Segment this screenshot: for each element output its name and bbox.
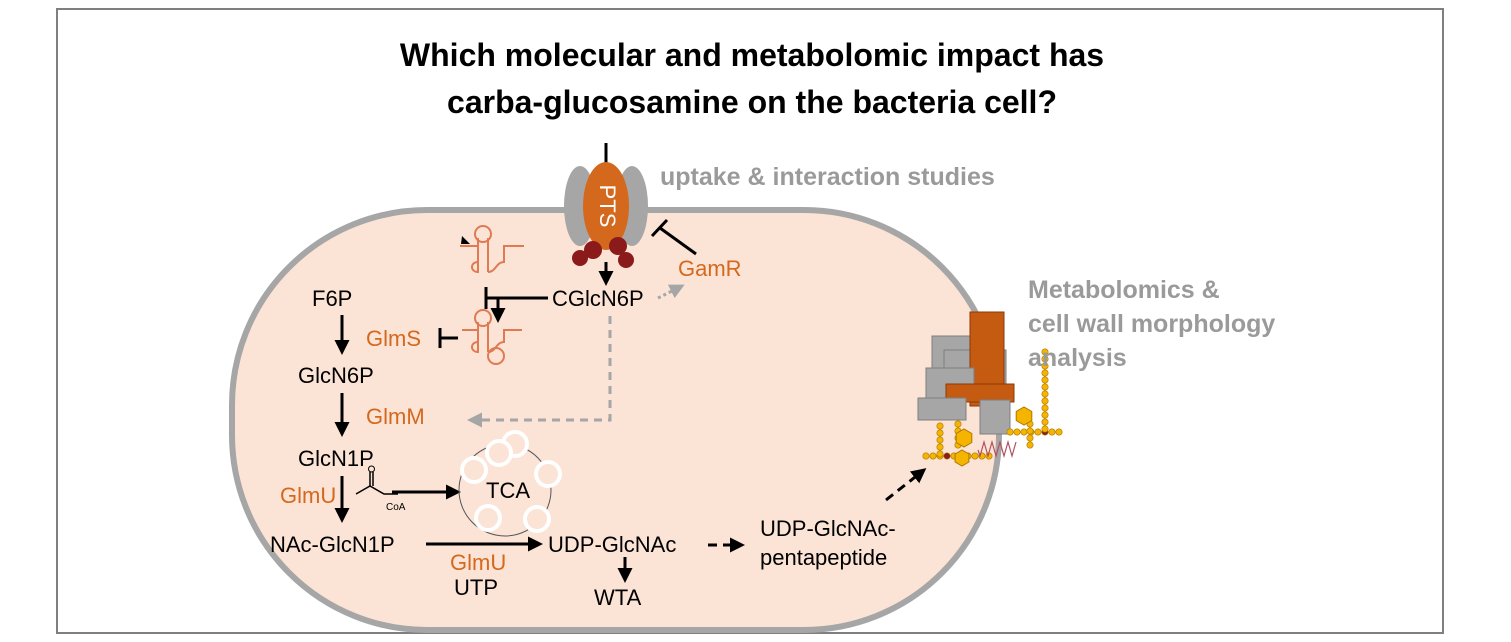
pg-block-gray-5 [979, 399, 1011, 435]
riboswitch-lower-neck [477, 322, 489, 352]
pts-core [583, 162, 629, 250]
pg-block-gray-4 [917, 397, 967, 421]
glycan-bead [1041, 369, 1049, 377]
glycan-bead [1041, 418, 1049, 426]
cleavage-marker [461, 236, 470, 244]
metabolite-udp-glcnac: UDP-GlcNAc [548, 532, 676, 557]
glycan-bead [1055, 428, 1063, 436]
metabolite-glcn1p: GlcN1P [298, 446, 374, 471]
glycan-bead [1006, 428, 1014, 436]
glycan-bead [943, 452, 951, 460]
riboswitch-upper-right-arm [487, 245, 524, 273]
metabolomics-label-line-1: Metabolomics & [1028, 276, 1220, 304]
uptake-study-label: uptake & interaction studies [660, 163, 995, 191]
metabolite-utp: UTP [454, 575, 498, 600]
riboswitch-upper [460, 225, 524, 274]
glycan-bead [1041, 411, 1049, 419]
riboswitch-upper-loop [474, 225, 492, 243]
glycan-bead [1034, 428, 1042, 436]
riboswitch-lower-left-arm [462, 329, 479, 354]
metabolomics-label-line-3: analysis [1028, 344, 1127, 372]
metabolite-udp-glcnac-pentapeptide-1: UDP-GlcNAc- [760, 516, 896, 541]
pts-knob-4 [618, 252, 634, 268]
glycan-bead [1048, 428, 1056, 436]
metabolite-f6p: F6P [312, 286, 352, 311]
oxygen-atom [368, 465, 375, 473]
glycan-bead [1026, 427, 1034, 435]
pts-label: PTS [595, 185, 620, 228]
metabolite-glcn6p: GlcN6P [298, 363, 374, 388]
enzyme-glmu-bottom: GlmU [450, 550, 506, 575]
enzyme-glmm: GlmM [366, 404, 425, 429]
glycan-bead [1041, 404, 1049, 412]
metabolite-cglcn6p: CGlcN6P [552, 286, 644, 311]
peptide-crosslink [977, 439, 1017, 459]
glycan-bead [1041, 348, 1049, 356]
glycan-hexagon [1015, 406, 1033, 426]
glycan-bead [1026, 434, 1034, 442]
glycan-bead [1041, 425, 1049, 433]
glycan-bead [936, 429, 944, 437]
glycan-bead [1041, 355, 1049, 363]
pts-knob-3 [572, 250, 588, 266]
glycan-bead [1020, 428, 1028, 436]
acetyl-coa-structure [355, 472, 398, 495]
glycan-bead [1041, 383, 1049, 391]
glycan-bead [922, 452, 930, 460]
riboswitch-lower-bottom-loop [487, 347, 505, 365]
gamr-inhibition-line [659, 226, 697, 256]
pentapeptide-to-cellwall-arrow [885, 468, 927, 502]
pts-transporter: PTS [564, 143, 648, 268]
glycan-hexagon [954, 449, 970, 467]
enzyme-glms: GlmS [366, 326, 421, 351]
tca-node-5 [460, 456, 488, 484]
glycan-bead [936, 450, 944, 458]
metabolite-tca: TCA [486, 478, 530, 503]
gamr-inhibition-bar [650, 218, 669, 238]
riboswitch-lower [462, 309, 522, 365]
title-line-1: Which molecular and metabolomic impact h… [400, 37, 1104, 73]
glycan-bead [1041, 362, 1049, 370]
tca-node-4 [474, 504, 502, 532]
metabolomics-label-line-2: cell wall morphology [1028, 310, 1275, 338]
glycan-chains [922, 348, 1063, 467]
enzyme-glmu-left: GlmU [280, 483, 336, 508]
glycan-bead [1026, 441, 1034, 449]
glycan-bead [1041, 390, 1049, 398]
glycan-bead [936, 422, 944, 430]
title-line-2: carba-glucosamine on the bacteria cell? [447, 84, 1057, 120]
metabolite-wta: WTA [594, 585, 642, 610]
riboswitch-lower-right-arm [487, 329, 522, 353]
riboswitch-lower-loop [474, 309, 492, 327]
metabolite-udp-glcnac-pentapeptide-2: pentapeptide [760, 545, 887, 570]
glycan-bead [936, 443, 944, 451]
cell-wall-illustration [917, 311, 1015, 435]
glycan-bead [1041, 376, 1049, 384]
tca-node-6 [485, 439, 513, 467]
enzyme-gamr: GamR [678, 256, 742, 281]
tca-node-3 [523, 505, 551, 533]
pts-knob-1 [584, 241, 602, 259]
glycan-hexagon [955, 428, 973, 448]
cglcn6p-to-glmm-dashed-arrow [467, 316, 612, 428]
metabolite-nac-glcn1p: NAc-GlcN1P [270, 532, 395, 557]
tca-node-2 [534, 460, 562, 488]
glycan-bead [954, 420, 962, 428]
riboswitch-upper-neck [477, 238, 489, 246]
metabolite-coa: CoA [386, 502, 406, 513]
acetyl-coa-bonds [355, 485, 398, 495]
tca-cycle: TCA [458, 430, 562, 537]
cglcn6p-to-gamr-arrow [657, 284, 685, 300]
glycan-bead [1041, 397, 1049, 405]
glycan-bead [1013, 428, 1021, 436]
riboswitch-upper-left-arm [460, 245, 479, 274]
pts-knob-2 [609, 237, 627, 255]
glycan-bead [929, 452, 937, 460]
glycan-bead [971, 452, 979, 460]
glycan-bead [936, 436, 944, 444]
